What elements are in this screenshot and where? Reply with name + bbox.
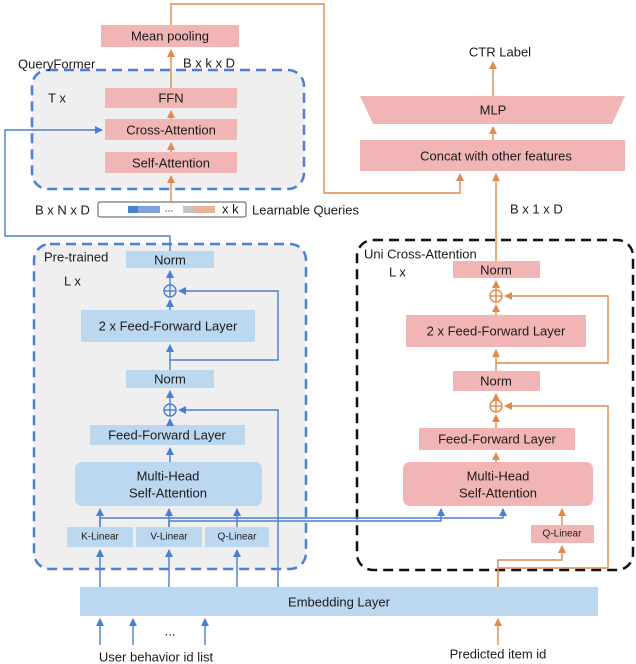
- queries-ellipsis: ...: [165, 204, 173, 215]
- learnable-queries-label: Learnable Queries: [252, 203, 359, 218]
- ctr-label: CTR Label: [469, 45, 531, 60]
- ffn-label: FFN: [158, 91, 183, 106]
- orange-connectors: [167, 3, 609, 645]
- uni-norm-mid-box: [453, 371, 540, 391]
- pretrained-mhsa-line2: Self-Attention: [129, 486, 207, 501]
- embedding-layer-label: Embedding Layer: [288, 595, 391, 610]
- uni-norm-mid-label: Norm: [480, 374, 512, 389]
- ffn-box: [105, 88, 237, 108]
- q-linear-box: [205, 527, 269, 547]
- uni-title: Uni Cross-Attention: [364, 247, 477, 262]
- uni-add-top-icon: [489, 289, 503, 303]
- predicted-item-label: Predicted item id: [450, 647, 547, 662]
- pretrained-title: Pre-trained: [44, 250, 108, 265]
- mean-pooling-box: [101, 25, 239, 47]
- uni-norm-top-label: Norm: [480, 263, 512, 278]
- pretrained-norm-top-box: [126, 251, 214, 268]
- uni-mhsa-box: [403, 462, 593, 506]
- dim-top-label: B x k x D: [183, 56, 235, 71]
- input-ellipsis: ...: [165, 624, 176, 639]
- learnable-queries-tokens: [97, 201, 247, 218]
- uni-mhsa-line2: Self-Attention: [459, 486, 537, 501]
- cross-attention-box: [105, 119, 237, 140]
- v-linear-label: V-Linear: [150, 532, 188, 543]
- dim-left-label: B x N x D: [35, 203, 90, 218]
- uni-ff-label: Feed-Forward Layer: [438, 432, 556, 447]
- uni-add-mid-icon: [489, 399, 503, 413]
- pretrained-mhsa-box: [75, 462, 262, 506]
- queries-k-label: x k: [222, 202, 239, 217]
- self-attention-label: Self-Attention: [132, 156, 210, 171]
- user-behavior-label: User behavior id list: [99, 650, 214, 664]
- pretrained-add-top-icon: [163, 284, 177, 298]
- pretrained-ff2x-box: [81, 310, 255, 342]
- mean-pooling-label: Mean pooling: [131, 29, 209, 44]
- uni-ff2x-label: 2 x Feed-Forward Layer: [427, 324, 566, 339]
- blue-connectors: [4, 126, 507, 645]
- concat-label: Concat with other features: [420, 149, 572, 164]
- pretrained-ff-label: Feed-Forward Layer: [108, 428, 226, 443]
- mlp-box: [360, 96, 625, 124]
- pretrained-norm-top-label: Norm: [154, 253, 186, 268]
- uni-mhsa-line1: Multi-Head: [467, 469, 530, 484]
- pretrained-norm-mid-label: Norm: [154, 372, 186, 387]
- pretrained-ff-box: [90, 425, 245, 445]
- uni-q-linear-box: [531, 525, 594, 543]
- queryformer-title: QueryFormer: [18, 57, 96, 72]
- uni-ff-box: [419, 428, 575, 450]
- mlp-label: MLP: [480, 103, 507, 118]
- pretrained-ff2x-label: 2 x Feed-Forward Layer: [99, 319, 238, 334]
- cross-attention-label: Cross-Attention: [126, 123, 216, 138]
- uni-q-linear-label: Q-Linear: [543, 529, 583, 540]
- uni-ff2x-box: [406, 315, 586, 347]
- self-attention-box: [105, 152, 237, 173]
- k-linear-label: K-Linear: [81, 532, 119, 543]
- uni-norm-top-box: [453, 261, 540, 278]
- pretrained-repeat: L x: [64, 274, 81, 289]
- concat-box: [360, 140, 625, 171]
- k-linear-box: [67, 527, 133, 547]
- pretrained-mhsa-line1: Multi-Head: [137, 469, 200, 484]
- embedding-layer-box: [80, 587, 598, 616]
- pretrained-norm-mid-box: [126, 370, 214, 388]
- queryformer-repeat: T x: [48, 91, 66, 106]
- v-linear-box: [136, 527, 202, 547]
- dim-uni-label: B x 1 x D: [510, 202, 563, 217]
- uni-repeat: L x: [389, 265, 406, 280]
- q-linear-label: Q-Linear: [218, 532, 258, 543]
- pretrained-add-mid-icon: [163, 403, 177, 417]
